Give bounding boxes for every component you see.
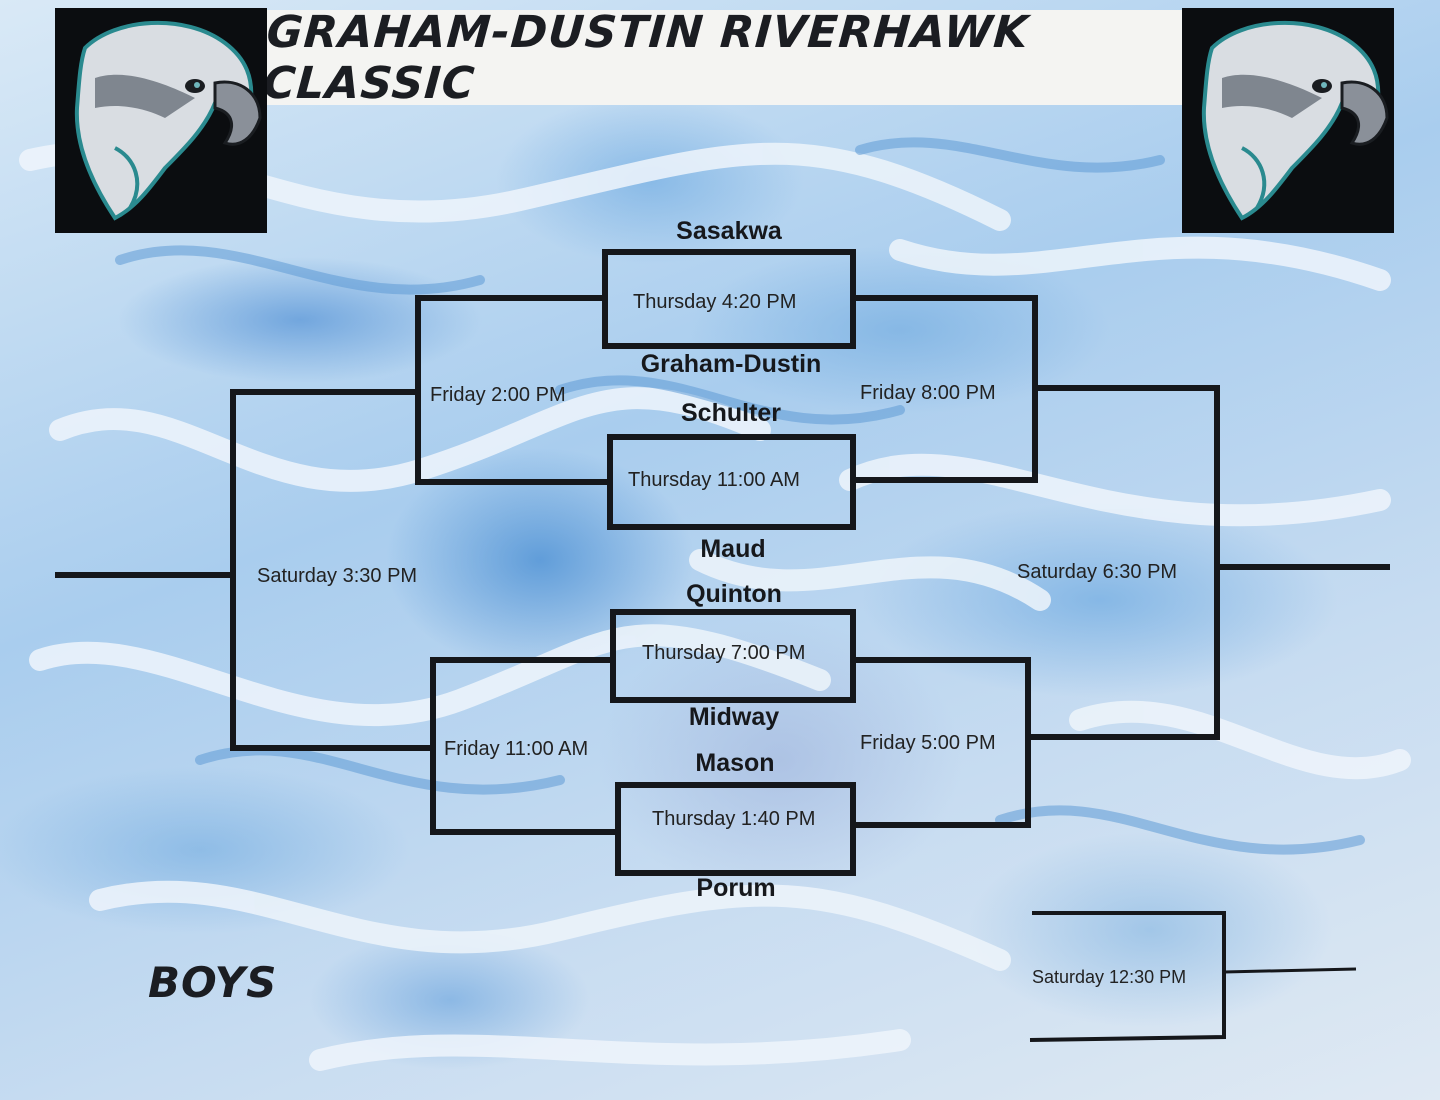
team-sasakwa: Sasakwa	[676, 217, 782, 245]
game-time-thu-140: Thursday 1:40 PM	[652, 808, 816, 830]
game-time-fri-800: Friday 8:00 PM	[860, 382, 996, 404]
riverhawk-logo-left	[55, 8, 267, 233]
game-time-thu-1100: Thursday 11:00 AM	[628, 469, 800, 491]
team-schulter: Schulter	[680, 399, 782, 427]
eagle-head-icon	[74, 20, 262, 221]
game-time-fri-200: Friday 2:00 PM	[430, 384, 566, 406]
game-time-fri-1100: Friday 11:00 AM	[444, 738, 589, 760]
game-time-thu-420: Thursday 4:20 PM	[633, 291, 797, 313]
bracket-fri-500	[853, 657, 1031, 828]
game-time-sat-630: Saturday 6:30 PM	[1017, 561, 1178, 583]
bracket-sat-330	[230, 389, 433, 751]
team-maud: Maud	[700, 535, 766, 563]
team-quinton: Quinton	[686, 580, 782, 608]
riverhawk-logo-right	[1182, 8, 1394, 233]
title-banner: GRAHAM-DUSTIN RIVERHAWK CLASSIC	[261, 7, 1185, 109]
bracket-sat-1230-out	[1223, 967, 1357, 974]
game-time-fri-500: Friday 5:00 PM	[860, 732, 996, 754]
game-time-sat-330: Saturday 3:30 PM	[257, 565, 418, 587]
bracket-sat-630	[1028, 385, 1220, 740]
team-midway: Midway	[688, 703, 780, 731]
game-time-thu-700: Thursday 7:00 PM	[642, 642, 806, 664]
eagle-head-icon	[1201, 20, 1389, 221]
game-box-thu-700	[610, 609, 856, 703]
game-time-sat-1230: Saturday 12:30 PM	[1032, 967, 1187, 987]
division-label: BOYS	[148, 958, 278, 1007]
bracket-sat-1230	[1029, 911, 1226, 1042]
team-mason: Mason	[695, 749, 775, 777]
team-porum: Porum	[696, 874, 776, 902]
team-graham-dustin: Graham-Dustin	[640, 350, 822, 378]
